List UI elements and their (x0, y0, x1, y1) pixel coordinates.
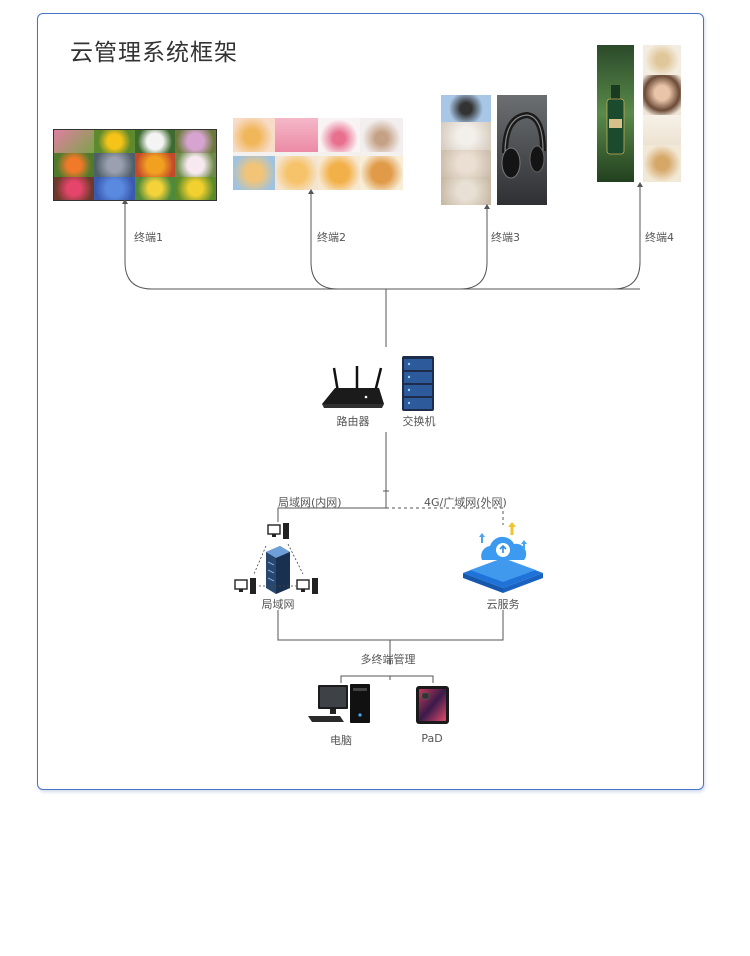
switch-icon (402, 356, 434, 411)
terminal-3-screen-left (441, 95, 491, 205)
terminal-4-screen-right (643, 45, 681, 182)
terminal-4-label: 终端4 (645, 231, 674, 244)
cloud-service-label: 云服务 (486, 598, 520, 611)
lan-pc-top-icon (267, 523, 289, 539)
pc-label: 电脑 (330, 734, 352, 747)
terminal-3-screen-right (497, 95, 547, 205)
diagram-frame (37, 13, 704, 790)
router-label: 路由器 (336, 415, 370, 428)
desktop-pc-icon (308, 684, 370, 723)
terminal-4-screen-left (597, 45, 634, 182)
lan-pc-left-icon (234, 578, 256, 594)
switch-label: 交换机 (402, 415, 436, 428)
cloud-service-icon (463, 522, 543, 593)
diagram-title: 云管理系统框架 (70, 40, 238, 66)
pad-label: PaD (421, 732, 443, 745)
lan-label: 局域网 (261, 598, 295, 611)
lan-link-label: 局域网(内网) (278, 496, 342, 509)
terminal-1-label: 终端1 (134, 231, 163, 244)
management-label: 多终端管理 (360, 653, 416, 666)
terminal-2-screen (233, 118, 403, 190)
lan-pc-right-icon (296, 578, 318, 594)
router-icon (322, 366, 384, 408)
terminal-1-screen (53, 129, 217, 201)
wan-link-label: 4G/广域网(外网) (424, 496, 507, 509)
lan-server-icon (266, 546, 290, 594)
ipad-icon (416, 686, 449, 724)
terminal-2-label: 终端2 (317, 231, 346, 244)
lan-cluster-icon (234, 523, 318, 594)
terminal-3-label: 终端3 (491, 231, 520, 244)
